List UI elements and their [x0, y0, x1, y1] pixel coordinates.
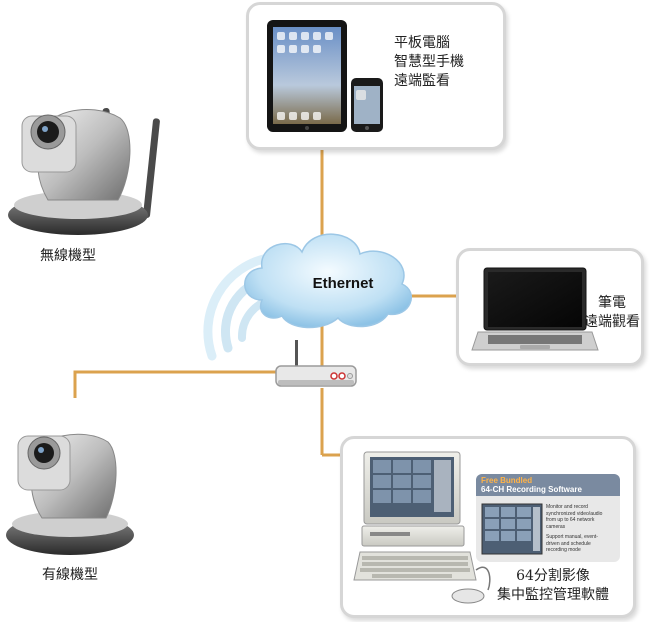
ad-header: Free Bundled 64-CH Recording Software — [476, 474, 620, 496]
software-label: 64分割影像 集中監控管理軟體 — [478, 567, 628, 605]
tablet-label-line: 平板電腦 — [394, 35, 450, 51]
laptop-label-line: 筆電 — [598, 295, 626, 311]
ethernet-cloud — [244, 233, 413, 329]
laptop-label-line: 遠端觀看 — [584, 314, 640, 330]
laptop-label: 筆電 遠端觀看 — [580, 294, 644, 332]
software-label-line: 集中監控管理軟體 — [497, 587, 609, 603]
software-label-line: 64分割影像 — [516, 568, 590, 584]
wired-camera-label: 有線機型 — [42, 567, 98, 583]
software-ad-panel: Free Bundled 64-CH Recording Software Mo… — [476, 474, 620, 562]
tablet-icon — [267, 20, 347, 132]
ad-bullet-list: Monitor and record synchronized video/au… — [546, 504, 610, 558]
tablet-label-line: 智慧型手機 — [394, 54, 464, 70]
ad-bullet: Monitor and record synchronized video/au… — [546, 504, 603, 530]
ad-screen-thumbnail — [481, 503, 543, 555]
ad-bullet: Support manual, event-driven and schedul… — [546, 534, 598, 553]
desktop-pc-icon — [353, 451, 491, 604]
tablet-label-line: 遠端監看 — [394, 73, 450, 89]
wired-camera-icon — [6, 433, 134, 555]
ad-free-bundled: Free Bundled — [481, 476, 533, 485]
wireless-camera-icon — [8, 108, 160, 235]
wireless-camera-label: 無線機型 — [40, 248, 96, 264]
smartphone-icon — [351, 78, 383, 132]
router-icon — [275, 340, 357, 387]
tablet-phone-label: 平板電腦 智慧型手機 遠端監看 — [394, 34, 464, 91]
laptop-icon — [471, 267, 599, 351]
ethernet-label: Ethernet — [312, 275, 374, 292]
ad-title: 64-CH Recording Software — [481, 485, 582, 494]
